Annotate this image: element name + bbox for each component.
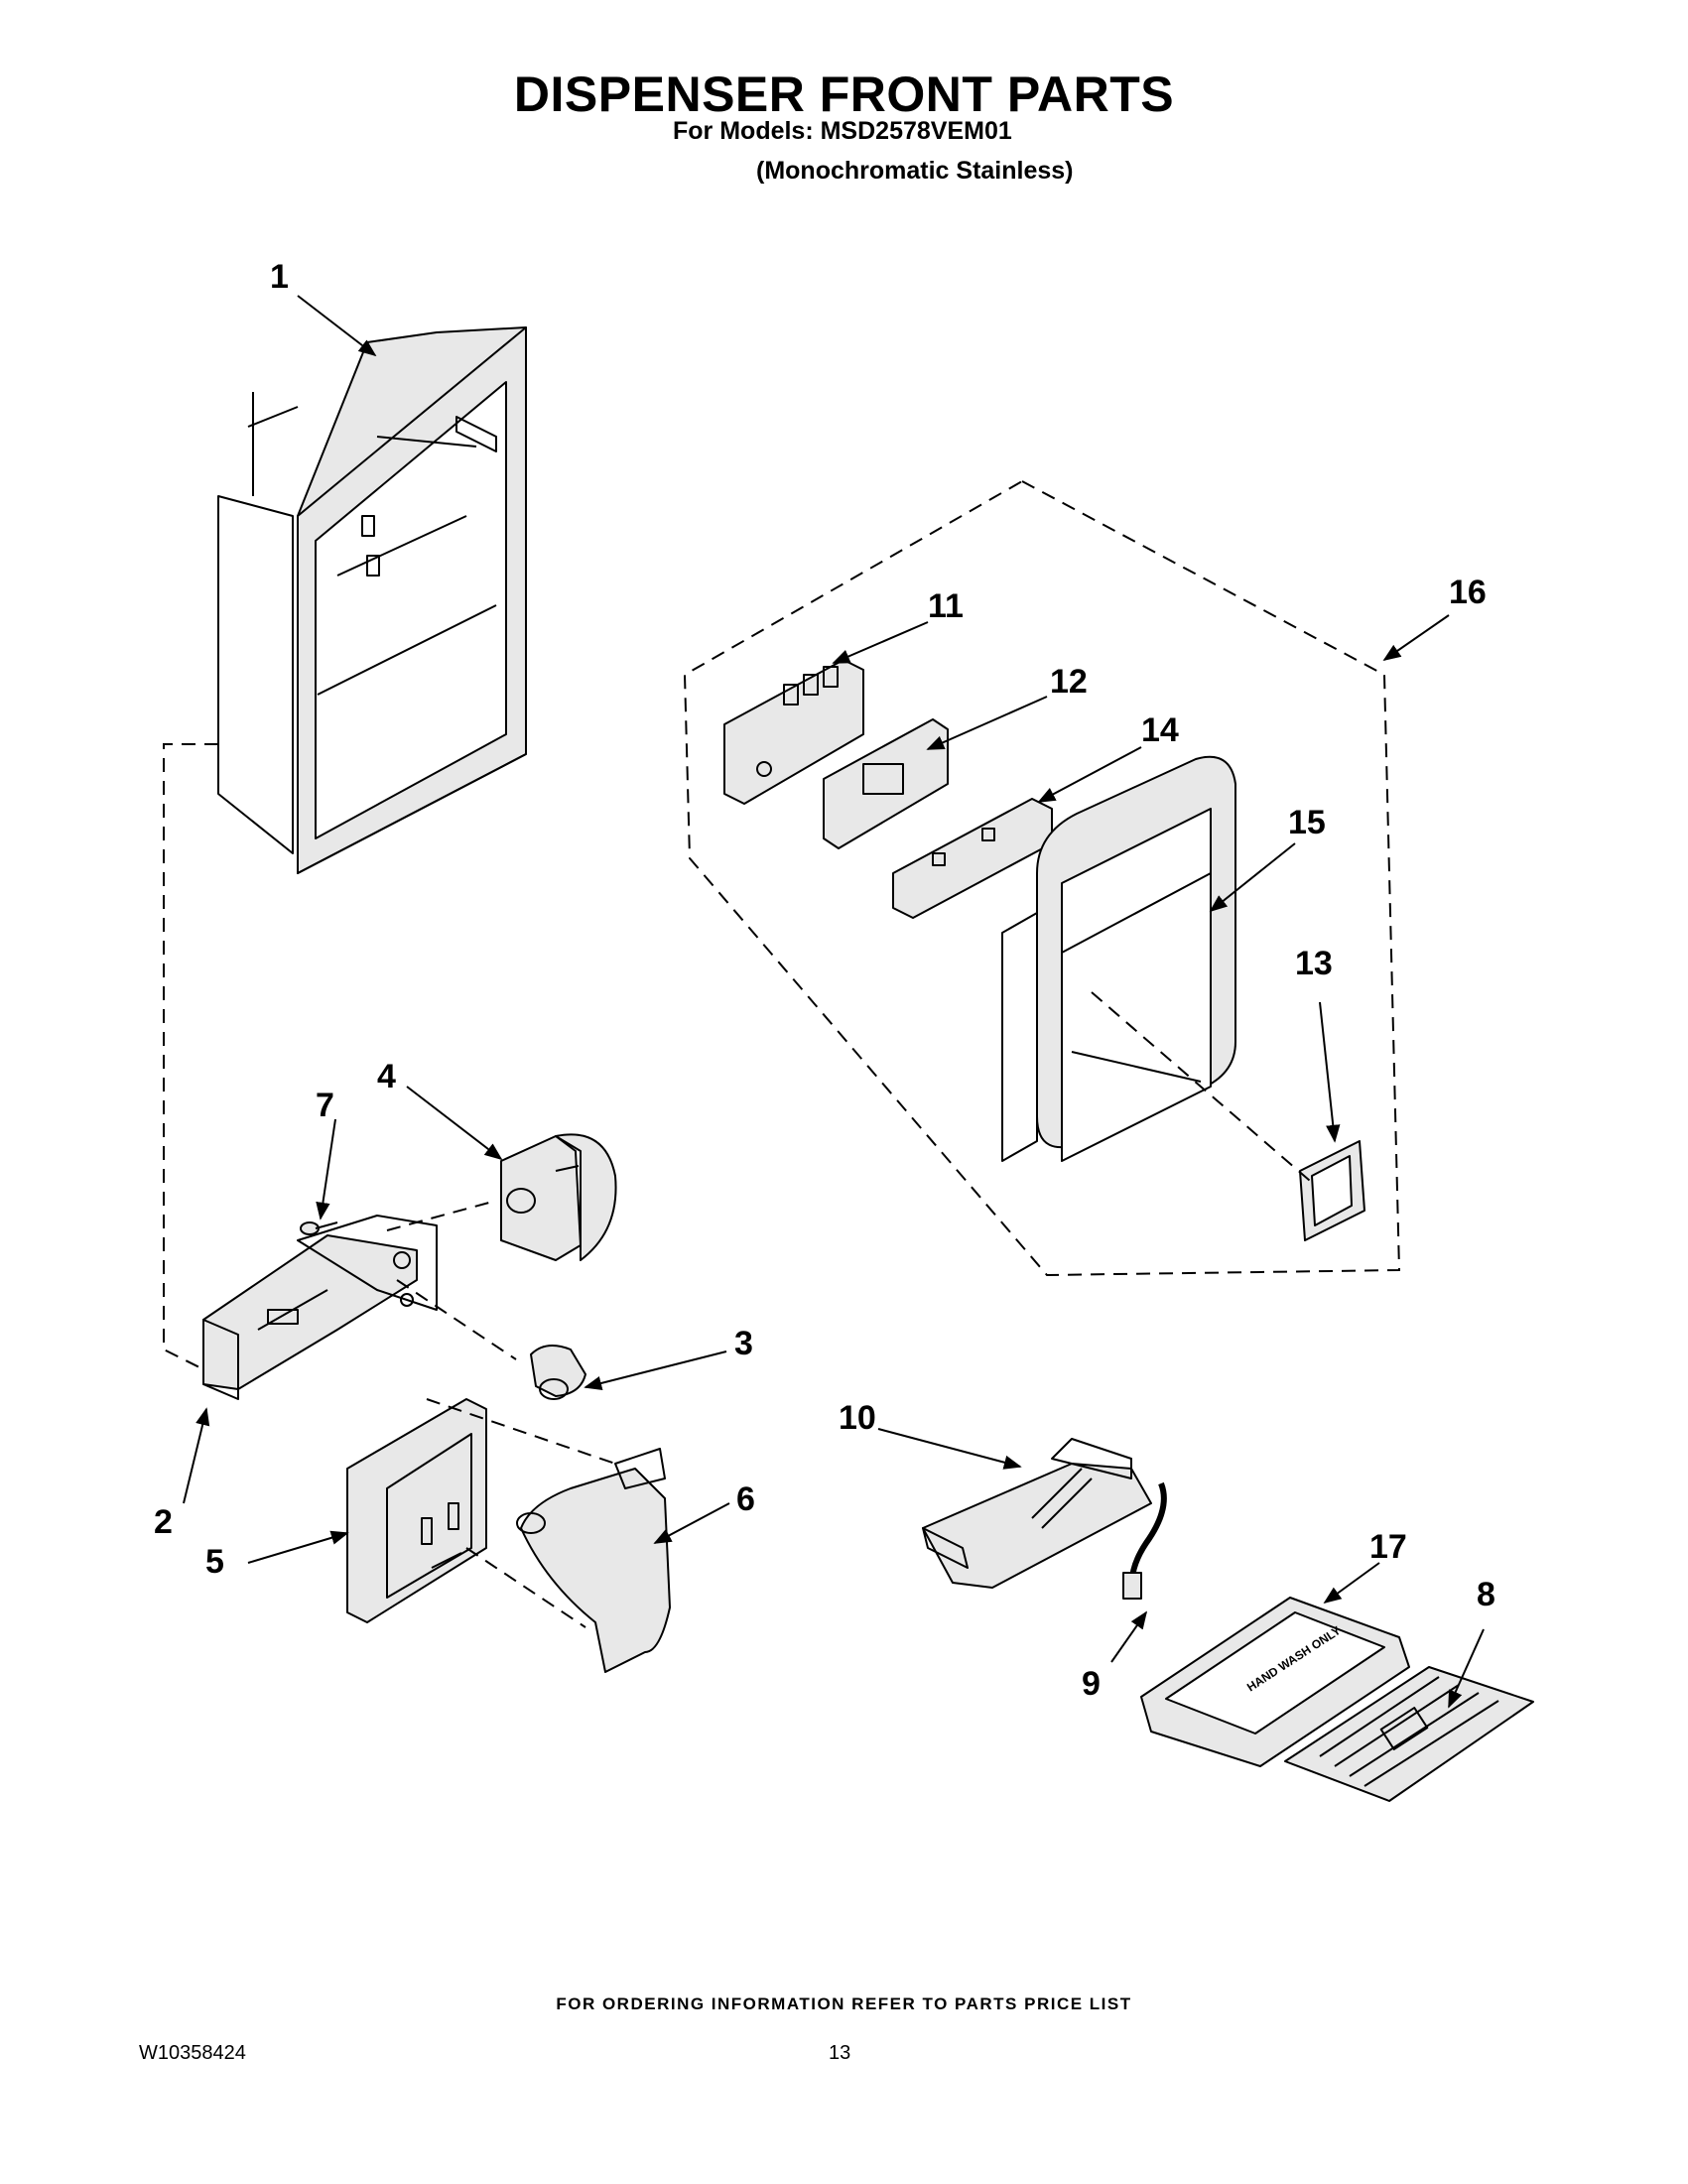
callout-16: 16 <box>1449 574 1487 611</box>
leader-lines <box>183 295 1485 1709</box>
callout-9: 9 <box>1082 1665 1101 1703</box>
part-12-board-mount <box>823 718 949 849</box>
part-15-front-frame <box>1001 755 1236 1162</box>
part-1-housing <box>217 326 527 874</box>
callout-3: 3 <box>734 1325 753 1362</box>
callout-14: 14 <box>1141 711 1179 749</box>
variant-line: (Monochromatic Stainless) <box>756 157 1074 185</box>
callout-10: 10 <box>839 1399 876 1437</box>
part-7-screw <box>300 1221 338 1235</box>
callout-1: 1 <box>270 258 289 296</box>
part-17-drip-tray: HAND WASH ONLY <box>1140 1597 1410 1767</box>
page-title: DISPENSER FRONT PARTS <box>513 66 1175 122</box>
part-5-pad <box>346 1398 487 1623</box>
part-2-bracket <box>202 1215 438 1400</box>
page-number: 13 <box>829 2042 851 2064</box>
callout-7: 7 <box>316 1087 334 1124</box>
part-13-badge <box>1299 1140 1365 1241</box>
part-6-chute-door <box>516 1448 671 1673</box>
callout-5: 5 <box>205 1543 224 1581</box>
callout-8: 8 <box>1477 1576 1495 1613</box>
part-9-tube <box>1122 1481 1167 1600</box>
part-14-switch-bracket <box>892 798 1053 919</box>
callout-13: 13 <box>1295 945 1333 982</box>
callout-6: 6 <box>736 1480 755 1518</box>
part-10-chute-bracket <box>922 1438 1152 1589</box>
models-line: For Models: MSD2578VEM01 <box>673 117 1012 145</box>
document-number: W10358424 <box>139 2042 246 2064</box>
callout-2: 2 <box>154 1503 173 1541</box>
callout-4: 4 <box>377 1058 396 1095</box>
part-16-group-outline <box>683 479 1401 1277</box>
assembly-lines <box>163 743 1311 1628</box>
ordering-note: FOR ORDERING INFORMATION REFER TO PARTS … <box>556 1994 1132 2013</box>
callout-15: 15 <box>1288 804 1326 841</box>
callout-17: 17 <box>1369 1528 1407 1566</box>
part-3-actuator <box>530 1345 586 1400</box>
callout-12: 12 <box>1050 663 1088 701</box>
part-4-motor <box>500 1133 617 1261</box>
callout-11: 11 <box>928 587 964 625</box>
